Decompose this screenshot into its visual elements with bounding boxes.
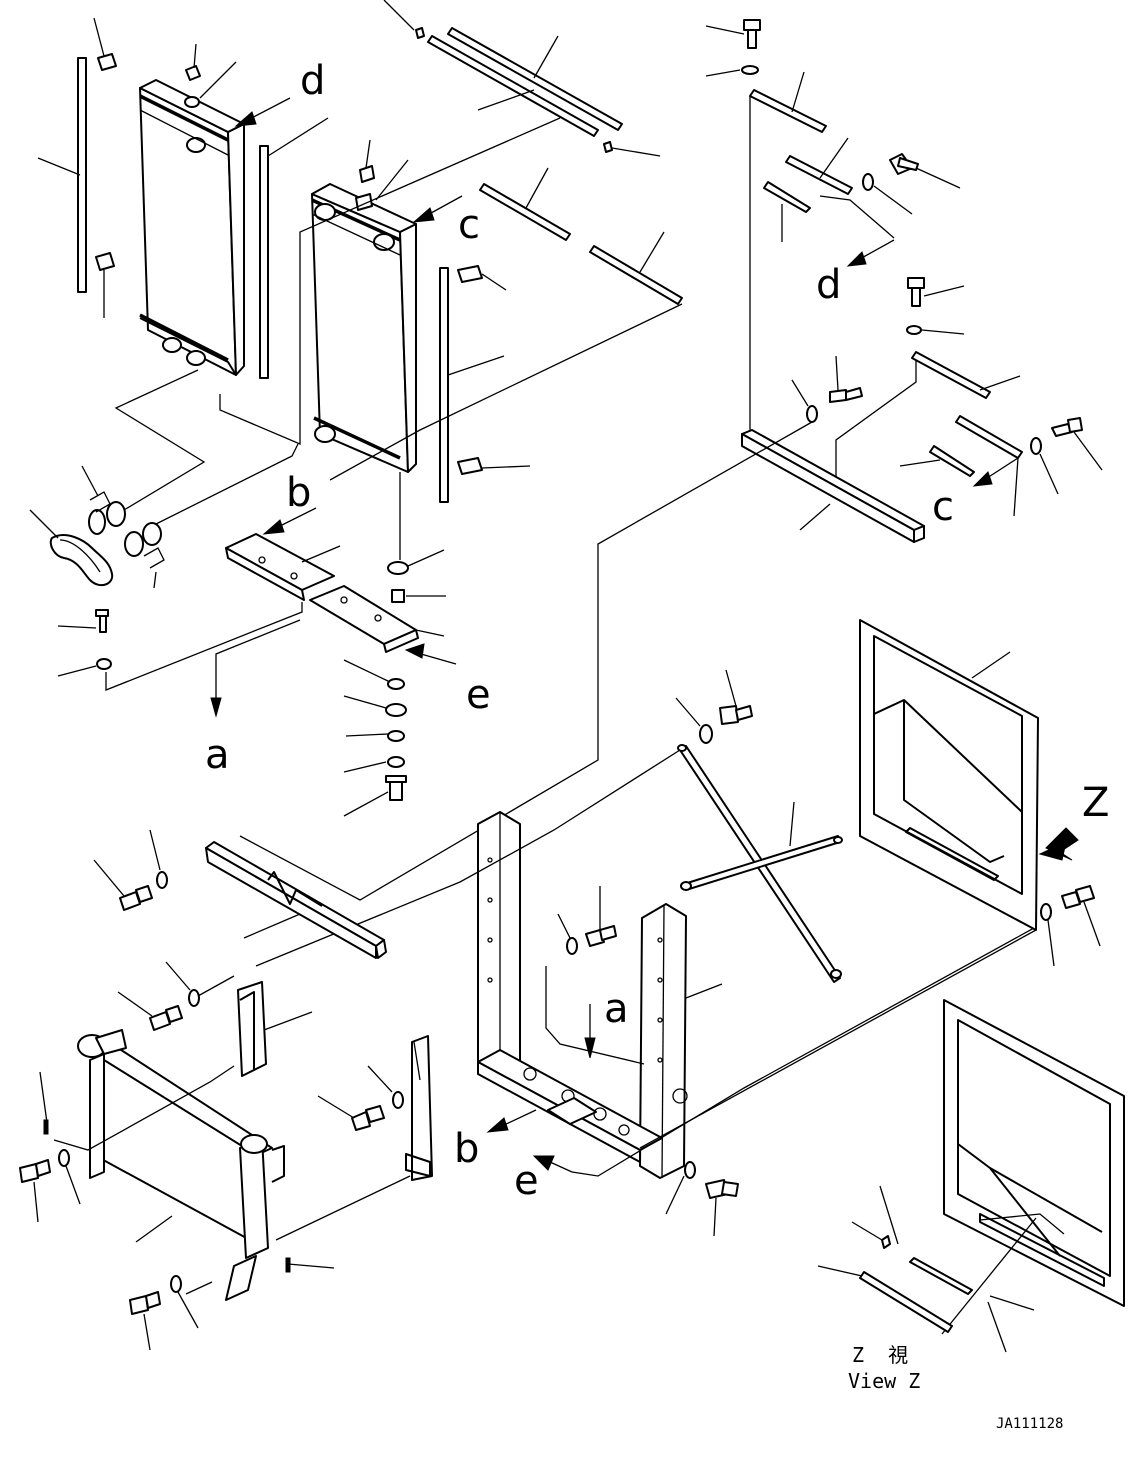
arrow-a-left — [210, 619, 301, 718]
top-seal-bars — [415, 27, 683, 305]
hose-clamps — [29, 465, 165, 589]
right-bracket-plates — [749, 71, 1023, 517]
arrow-e-mid — [404, 643, 457, 665]
center-radiator-core — [311, 165, 417, 473]
view-z-label-en: View Z — [848, 1369, 920, 1393]
left-radiator-core — [139, 79, 245, 376]
lower-mount-arm-b — [317, 1035, 433, 1181]
fan-shroud — [639, 619, 1039, 1149]
frame-arrow-a — [584, 1004, 596, 1059]
view-z-seals — [817, 1185, 1035, 1353]
frame-bolts — [557, 669, 753, 1237]
callout-d-right: d — [816, 262, 841, 308]
callout-a-left: a — [205, 732, 230, 778]
left-seal-strip — [77, 57, 87, 293]
tie-rods — [255, 744, 843, 983]
lower-mount-arm-a — [197, 975, 313, 1077]
frame-to-shroud-line — [571, 927, 1035, 1177]
shroud-bolt — [1040, 885, 1101, 967]
frame-arrow-e — [532, 1155, 573, 1173]
lower-bolts-left — [93, 829, 200, 1031]
callout-e-frame: e — [514, 1158, 539, 1204]
upper-cross-member — [239, 355, 1103, 901]
callout-b-frame: b — [454, 1126, 479, 1172]
callout-b-mid: b — [286, 470, 311, 516]
left-small-pads — [95, 53, 201, 271]
lower-air-guide — [205, 841, 387, 959]
right-bolts-top — [705, 19, 965, 335]
left-leaders — [37, 0, 415, 318]
callout-e-mid: e — [466, 672, 491, 718]
arrow-c-right — [972, 457, 1019, 487]
frame-inner-line — [545, 966, 645, 1065]
lower-bolts-bottom — [19, 1149, 199, 1351]
main-support-frame — [477, 811, 723, 1179]
arrow-d-top — [234, 97, 291, 127]
center-seal-strip — [439, 267, 449, 503]
callout-d-top: d — [300, 58, 325, 104]
arrow-d-right — [846, 239, 895, 267]
callout-z: Z — [1082, 780, 1109, 826]
callout-a-frame: a — [604, 986, 629, 1032]
left-bolt-washer — [57, 602, 303, 691]
view-z-shroud — [941, 999, 1125, 1335]
left-seal-strip-right — [259, 145, 269, 379]
oil-cooler — [39, 1029, 411, 1301]
arrow-c-top — [412, 195, 463, 223]
arrow-b-mid — [262, 507, 317, 535]
callout-c-right: c — [932, 484, 954, 530]
view-z-label-jp: Z 視 — [852, 1343, 908, 1367]
hose-elbow — [49, 534, 114, 587]
center-leaders — [365, 139, 531, 469]
frame-arrow-b — [486, 1109, 537, 1133]
callout-c-top: c — [458, 202, 480, 248]
arrow-z — [1038, 827, 1079, 861]
assembly-lines-top — [114, 117, 683, 560]
mount-hardware-stack — [343, 549, 446, 817]
lower-mount-bracket — [225, 533, 445, 653]
center-pads — [457, 265, 483, 475]
drawing-id: JA111128 — [996, 1416, 1063, 1432]
